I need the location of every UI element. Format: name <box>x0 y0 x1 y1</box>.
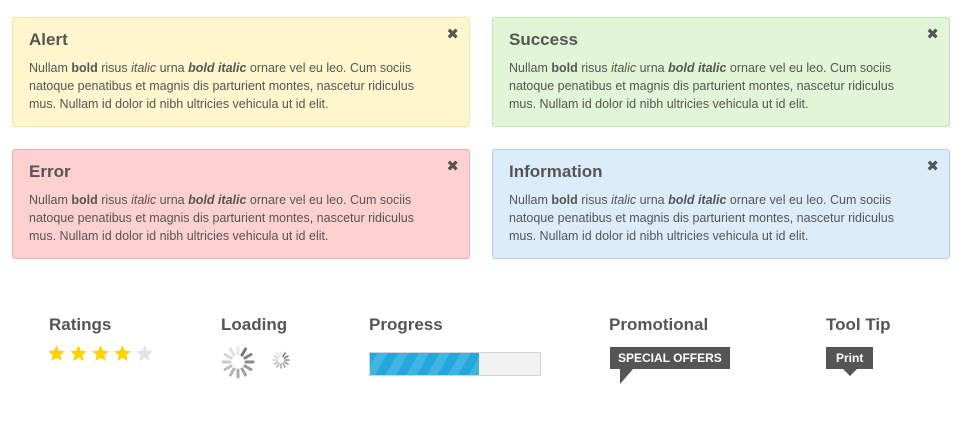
alert-body: Nullam bold risus italic urna bold itali… <box>29 193 414 243</box>
tooltip-label: Tool Tip <box>826 315 891 334</box>
star-filled-icon[interactable] <box>91 344 110 363</box>
star-filled-icon[interactable] <box>113 344 132 363</box>
alert-information: Information Nullam bold risus italic urn… <box>492 149 950 259</box>
star-rating[interactable] <box>47 344 154 363</box>
promotional-label: Promotional <box>609 315 709 334</box>
alert-success: Success Nullam bold risus italic urna bo… <box>492 17 950 127</box>
alert-body: Nullam bold risus italic urna bold itali… <box>509 193 894 243</box>
progress-fill <box>370 353 479 375</box>
spinner-icon <box>221 345 255 379</box>
close-icon[interactable]: ✖ <box>446 157 459 175</box>
close-icon[interactable]: ✖ <box>446 25 459 43</box>
alert-warning: Alert Nullam bold risus italic urna bold… <box>12 17 470 127</box>
progress-label: Progress <box>369 315 443 334</box>
progress-bar <box>369 352 541 376</box>
close-icon[interactable]: ✖ <box>926 25 939 43</box>
alert-title: Error <box>29 162 71 181</box>
alert-body: Nullam bold risus italic urna bold itali… <box>509 61 894 111</box>
close-icon[interactable]: ✖ <box>926 157 939 175</box>
special-offers-tag[interactable]: SPECIAL OFFERS <box>610 347 730 369</box>
alert-error: Error Nullam bold risus italic urna bold… <box>12 149 470 259</box>
ratings-label: Ratings <box>49 315 112 334</box>
alert-title: Information <box>509 162 603 181</box>
spinner-icon <box>272 351 290 369</box>
alert-title: Alert <box>29 30 68 49</box>
alert-body: Nullam bold risus italic urna bold itali… <box>29 61 414 111</box>
tooltip: Print <box>826 347 874 369</box>
star-filled-icon[interactable] <box>47 344 66 363</box>
loading-label: Loading <box>221 315 288 334</box>
star-filled-icon[interactable] <box>69 344 88 363</box>
promo-tag-tail <box>620 369 633 384</box>
star-empty-icon[interactable] <box>135 344 154 363</box>
alert-title: Success <box>509 30 578 49</box>
tooltip-arrow <box>843 369 857 376</box>
